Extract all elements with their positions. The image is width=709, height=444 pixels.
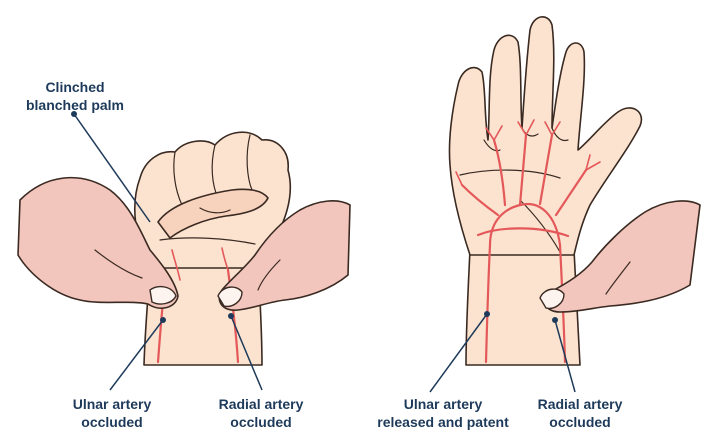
label-line: occluded (518, 413, 642, 431)
label-radial-artery-occluded-right: Radial artery occluded (518, 395, 642, 431)
label-line: released and patent (368, 413, 518, 431)
label-line: Radial artery (518, 395, 642, 413)
label-line: Ulnar artery (52, 395, 172, 413)
label-ulnar-artery-released-patent: Ulnar artery released and patent (368, 395, 518, 431)
label-line: occluded (52, 413, 172, 431)
left-figure-clinched-fist (18, 132, 350, 365)
right-open-hand (449, 17, 641, 255)
label-clinched-blanched-palm: Clinched blanched palm (10, 78, 140, 114)
label-line: Ulnar artery (368, 395, 518, 413)
label-line: blanched palm (10, 96, 140, 114)
label-ulnar-artery-occluded: Ulnar artery occluded (52, 395, 172, 431)
label-line: Radial artery (200, 395, 322, 413)
label-line: occluded (200, 413, 322, 431)
label-line: Clinched (10, 78, 140, 96)
label-radial-artery-occluded-left: Radial artery occluded (200, 395, 322, 431)
